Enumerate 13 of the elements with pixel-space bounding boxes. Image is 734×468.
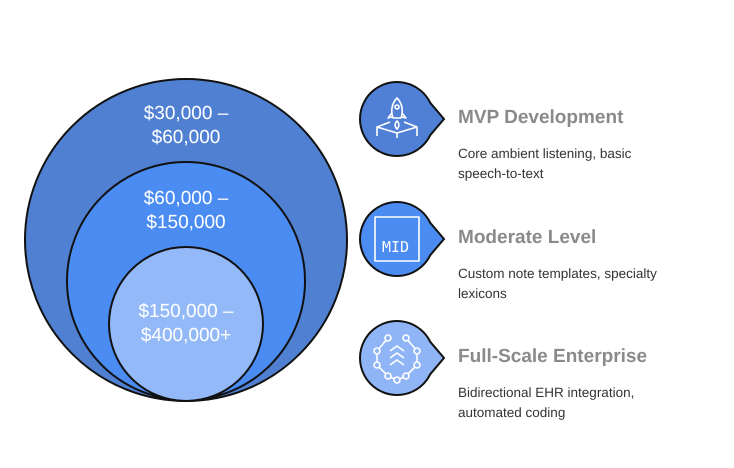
tier-description: Core ambient listening, basic speech-to-text [458,145,632,183]
icon-lettering: MID [382,239,410,255]
speech-bubble-icon [359,201,445,277]
tier-description: Custom note templates, specialty lexicons [458,265,658,303]
tier-description: Bidirectional EHR integration, automated coding [458,384,636,422]
tier-title: Moderate Level [458,227,596,249]
speech-bubble-icon [359,81,445,157]
tier-title: MVP Development [458,107,624,129]
price-range: $150,000 – $400,000+ [137,300,235,348]
speech-bubble-icon [359,320,445,396]
price-range: $30,000 – $60,000 [142,102,230,150]
tier-title: Full-Scale Enterprise [458,346,648,368]
price-range: $60,000 – $150,000 [142,187,230,235]
